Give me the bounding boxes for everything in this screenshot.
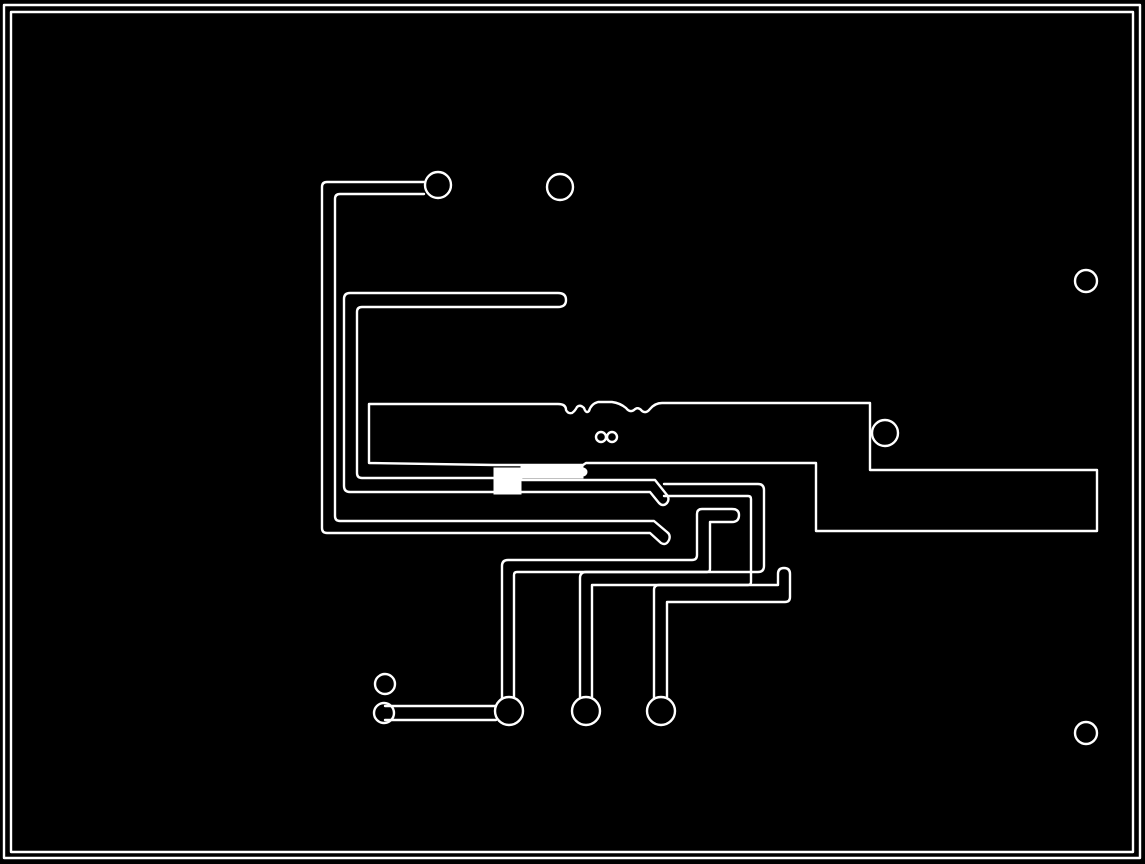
mounting-hole-bottom-left [373, 672, 397, 696]
pad-lead-end [372, 701, 396, 725]
pad-top-left [423, 170, 453, 200]
pad-pour-corner [870, 418, 900, 448]
via-component [578, 467, 588, 477]
pad-bottom-middle [570, 695, 602, 727]
mounting-hole-top-right [1073, 268, 1099, 294]
trace-left-loop [320, 180, 671, 546]
mounting-hole-bottom-right [1073, 720, 1099, 746]
pcb-artwork [2, 3, 1142, 860]
component-body-bar [520, 465, 584, 479]
trace-right-hook [652, 566, 792, 700]
via-double-right [605, 430, 619, 444]
copper-pour-main [367, 400, 1099, 533]
trace-short-stub [500, 507, 741, 700]
trace-inner-loop [342, 291, 670, 507]
board-edge-outer [2, 3, 1142, 860]
board-edge-inner [9, 10, 1135, 854]
pad-bottom-right [645, 695, 677, 727]
via-double-left [594, 430, 608, 444]
trace-right-feeder [578, 482, 766, 700]
component-pad-solid [493, 467, 522, 495]
pad-bottom-left [493, 695, 525, 727]
pad-top-middle [545, 172, 575, 202]
trace-bottom-lead [383, 704, 498, 722]
